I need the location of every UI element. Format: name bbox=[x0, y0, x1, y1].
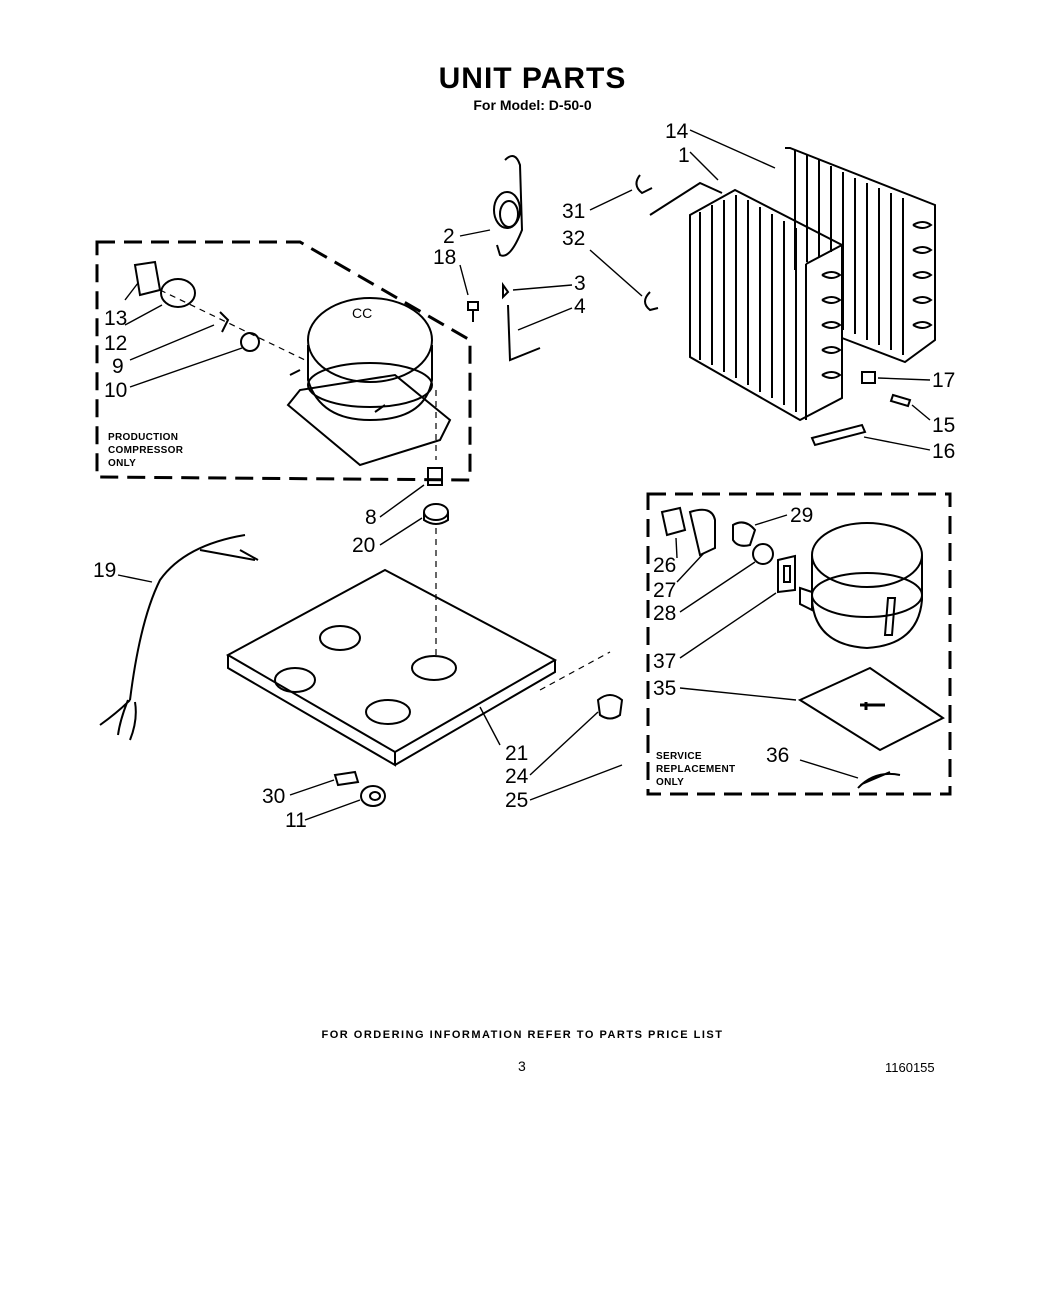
callout-18: 18 bbox=[433, 246, 456, 269]
page-title: UNIT PARTS bbox=[438, 62, 627, 95]
callout-31: 31 bbox=[562, 200, 585, 223]
callout-15: 15 bbox=[932, 414, 955, 437]
callout-2: 2 bbox=[443, 225, 455, 248]
condenser-coil bbox=[649, 147, 936, 422]
production-compressor-boundary bbox=[95, 240, 472, 482]
callout-1: 1 bbox=[678, 144, 690, 167]
production-compressor-note: PRODUCTION COMPRESSOR ONLY bbox=[108, 431, 183, 470]
svg-text:CC: CC bbox=[352, 305, 372, 321]
callout-32: 32 bbox=[562, 227, 585, 250]
callout-9: 9 bbox=[112, 355, 124, 378]
callout-3: 3 bbox=[574, 272, 586, 295]
document-number: 1160155 bbox=[885, 1060, 935, 1075]
tube-part bbox=[507, 304, 541, 362]
service-replacement-boundary bbox=[646, 492, 952, 796]
model-subtitle: For Model: D-50-0 bbox=[473, 97, 592, 113]
callout-19: 19 bbox=[93, 559, 116, 582]
base-pan bbox=[225, 568, 611, 767]
clip-part bbox=[857, 771, 901, 789]
bracket-part bbox=[777, 554, 796, 594]
callout-8: 8 bbox=[365, 506, 377, 529]
production-note-line: PRODUCTION bbox=[108, 432, 179, 443]
callout-36: 36 bbox=[766, 744, 789, 767]
page-number: 3 bbox=[518, 1058, 526, 1074]
service-note-line: ONLY bbox=[656, 777, 685, 788]
callout-20: 20 bbox=[352, 534, 375, 557]
callout-21: 21 bbox=[505, 742, 528, 765]
callout-25: 25 bbox=[505, 789, 528, 812]
service-compressor bbox=[799, 522, 923, 650]
mounting-plate bbox=[797, 666, 945, 752]
callout-28: 28 bbox=[653, 602, 676, 625]
wire-harness bbox=[99, 534, 259, 741]
callout-37: 37 bbox=[653, 650, 676, 673]
ordering-information-footer: FOR ORDERING INFORMATION REFER TO PARTS … bbox=[321, 1029, 724, 1041]
callout-35: 35 bbox=[653, 677, 676, 700]
production-note-line: ONLY bbox=[108, 458, 137, 469]
callout-29: 29 bbox=[790, 504, 813, 527]
callout-4: 4 bbox=[574, 295, 586, 318]
callout-24: 24 bbox=[505, 765, 529, 788]
spring-part bbox=[493, 155, 524, 257]
callout-12: 12 bbox=[104, 332, 127, 355]
callout-27: 27 bbox=[653, 579, 676, 602]
callout-13: 13 bbox=[104, 307, 127, 330]
production-note-line: COMPRESSOR bbox=[108, 445, 184, 456]
service-note-line: REPLACEMENT bbox=[656, 764, 736, 775]
service-replacement-note: SERVICE REPLACEMENT ONLY bbox=[656, 750, 735, 789]
callout-30: 30 bbox=[262, 785, 285, 808]
production-compressor: CC bbox=[286, 297, 452, 467]
callout-11: 11 bbox=[285, 809, 307, 832]
callout-17: 17 bbox=[932, 369, 955, 392]
callout-14: 14 bbox=[665, 120, 689, 143]
service-note-line: SERVICE bbox=[656, 751, 702, 762]
callout-10: 10 bbox=[104, 379, 127, 402]
callout-16: 16 bbox=[932, 440, 955, 463]
callout-26: 26 bbox=[653, 554, 676, 577]
